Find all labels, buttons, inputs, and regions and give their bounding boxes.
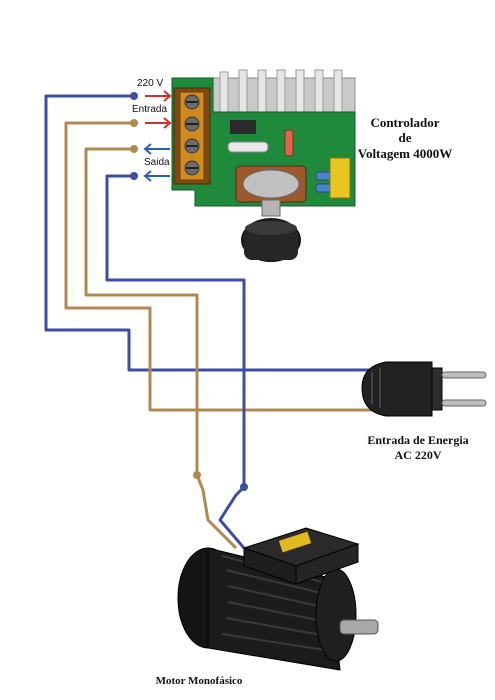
- terminal-block: [173, 87, 211, 185]
- fuse: [227, 141, 269, 153]
- brown-wire-output: [84, 147, 238, 550]
- red-arrow-2: [145, 117, 172, 129]
- power-plug: [361, 361, 487, 417]
- arrows: [143, 90, 172, 182]
- controller-title-line1: Controlador: [370, 115, 439, 130]
- terminal-dot-4: [130, 172, 138, 180]
- blue-arrow-1: [143, 143, 170, 155]
- plug-label-line2: AC 220V: [395, 448, 442, 462]
- motor-nameplate: [278, 531, 312, 553]
- blue-wire-output: [105, 174, 246, 549]
- controller-title-line2: de: [399, 130, 412, 145]
- input-label: Entrada: [132, 104, 167, 115]
- terminal-dot-2: [130, 119, 138, 127]
- blue-wire-input: [44, 94, 420, 372]
- triac: [230, 120, 256, 134]
- output-label: Saida: [144, 157, 170, 168]
- controller-title-line3: Voltagem 4000W: [358, 146, 453, 161]
- motor-dot-brown: [193, 471, 201, 479]
- plug-label-line1: Entrada de Energia: [367, 433, 468, 447]
- brown-wire-input: [64, 121, 420, 412]
- red-arrow-1: [145, 90, 172, 102]
- motor-dot-blue: [240, 483, 248, 491]
- capacitor: [329, 157, 351, 199]
- resistor-1: [284, 129, 294, 157]
- motor-label: Motor Monofásico: [156, 675, 243, 687]
- single-phase-motor: [177, 527, 379, 671]
- voltage-label: 220 V: [137, 78, 163, 89]
- voltage-controller-board: [171, 69, 356, 262]
- terminal-dot-3: [130, 145, 138, 153]
- blue-arrow-2: [143, 170, 170, 182]
- terminal-dot-1: [130, 92, 138, 100]
- heatsink: [212, 69, 356, 113]
- potentiometer: [235, 165, 307, 262]
